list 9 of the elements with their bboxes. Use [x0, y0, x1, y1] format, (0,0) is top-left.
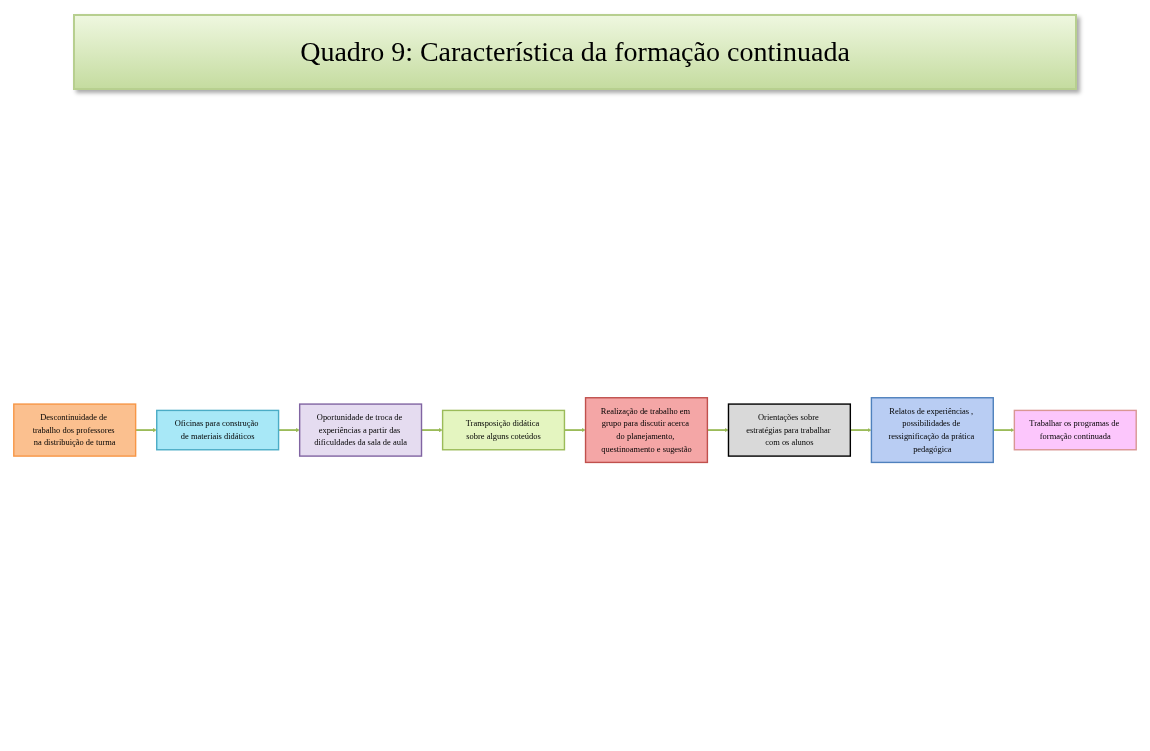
node-box: Transposição didática sobre alguns coteúdos	[441, 409, 566, 451]
node-box: Descontinuidade de trabalho dos professores na distribuição de turma	[13, 403, 137, 457]
node-box: Realização de trabalho em grupo para discutir acerca do planejamento, questinoamento e sugestão	[584, 396, 709, 464]
node-box: Trabalhar os programas de formação continuada	[1013, 409, 1137, 451]
node-box: Oficinas para construção de materiais didáticos	[156, 409, 280, 451]
title-banner: Quadro 9: Característica da formação continuada	[73, 14, 1077, 90]
node-box: Orientações sobre estratégias para trabalhar com os alunos	[727, 403, 852, 457]
node-box: Relatos de experiências , possibilidades de ressignificação da prática pedagógica	[870, 396, 994, 464]
node-box: Oportunidade de troca de experiências a partir das dificuldades da sala de aula	[298, 403, 423, 457]
